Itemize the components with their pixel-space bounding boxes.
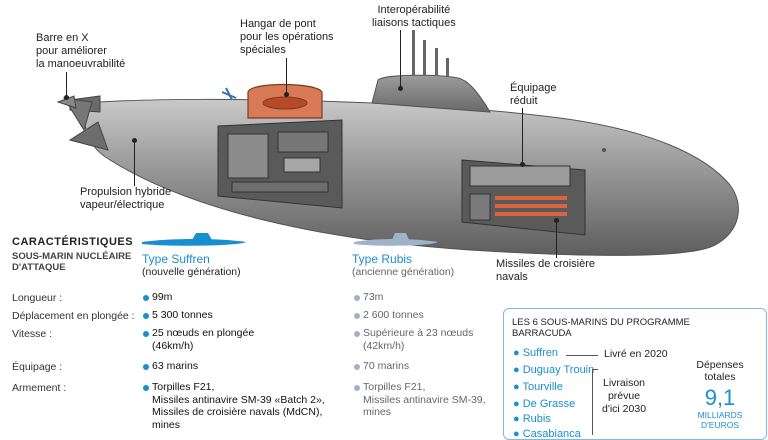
rubis-equipage: 70 marins — [363, 360, 410, 372]
rubis-deplacement: 2 600 tonnes — [363, 309, 424, 321]
suffren-deplacement: 5 300 tonnes — [152, 309, 213, 321]
row-label-equipage: Équipage : — [12, 361, 63, 373]
label-hangar: Hangar de pont pour les opérations spéci… — [240, 18, 334, 56]
rubis-longueur: 73m — [363, 291, 384, 303]
mast — [446, 58, 449, 76]
mast — [412, 30, 415, 76]
suffren-longueur: 99m — [152, 291, 173, 303]
suffren-equipage: 63 marins — [152, 360, 199, 372]
row-label-armement: Armement : — [12, 382, 67, 394]
spend-unit: MILLIARDS D'EUROS — [697, 410, 743, 430]
section-title: CARACTÉRISTIQUES — [12, 236, 134, 248]
x-rudder — [68, 121, 109, 151]
label-interop: Interopérabilité liaisons tactiques — [372, 4, 456, 29]
hangar-vehicle — [262, 96, 308, 110]
boat-de-grasse: ● De Grasse — [513, 398, 576, 410]
label-equipage: Équipage réduit — [510, 82, 557, 107]
label-missiles: Missiles de croisière navals — [496, 258, 596, 283]
boat-suffren: ● Suffren — [513, 347, 558, 359]
row-label-deplacement: Déplacement en plongée : — [12, 310, 135, 322]
spend-label: Dépenses totales — [696, 359, 744, 383]
delivered-label: Livré en 2020 — [604, 348, 668, 360]
suffren-silhouette — [142, 233, 246, 246]
spend-value: 9,1 — [704, 385, 736, 410]
boat-casabianca: ● Casabianca — [513, 428, 581, 440]
rubis-silhouette — [354, 233, 438, 246]
rubis-armement: Torpilles F21, Missiles antinavire SM-39… — [363, 381, 486, 418]
suffren-vitesse: 25 nœuds en plongée (46km/h) — [152, 327, 255, 352]
section-subtitle: SOUS-MARIN NUCLÉAIRE D'ATTAQUE — [12, 251, 132, 273]
boat-duguay-trouin: ● Duguay Trouin — [513, 364, 595, 376]
label-barre: Barre en X pour améliorer la manoeuvrabi… — [36, 32, 126, 70]
planned-label: Livraison prévue d'ici 2030 — [602, 377, 647, 415]
sail — [371, 74, 491, 113]
suffren-armement: Torpilles F21, Missiles antinavire SM-39… — [152, 381, 325, 431]
boat-tourville: ● Tourville — [513, 381, 563, 393]
hangar-diver-icon — [221, 87, 237, 101]
rubis-name: Type Rubis — [352, 252, 413, 266]
missile-rack — [495, 196, 567, 216]
row-label-vitesse: Vitesse : — [12, 328, 53, 340]
suffren-sub: (nouvelle génération) — [142, 266, 241, 278]
programme-box: LES 6 SOUS-MARINS DU PROGRAMME BARRACUDA… — [503, 308, 767, 440]
submarine-illustration — [56, 30, 739, 256]
programme-title: LES 6 SOUS-MARINS DU PROGRAMME BARRACUDA — [512, 317, 690, 339]
label-propulsion: Propulsion hybride vapeur/électrique — [80, 186, 172, 211]
mast — [423, 40, 426, 76]
suffren-name: Type Suffren — [142, 252, 210, 266]
mast — [435, 48, 438, 76]
rubis-vitesse: Supérieure à 23 nœuds (42km/h) — [363, 327, 474, 352]
rubis-sub: (ancienne génération) — [352, 266, 455, 278]
boat-rubis: ● Rubis — [513, 413, 551, 425]
row-label-longueur: Longueur : — [12, 292, 63, 304]
